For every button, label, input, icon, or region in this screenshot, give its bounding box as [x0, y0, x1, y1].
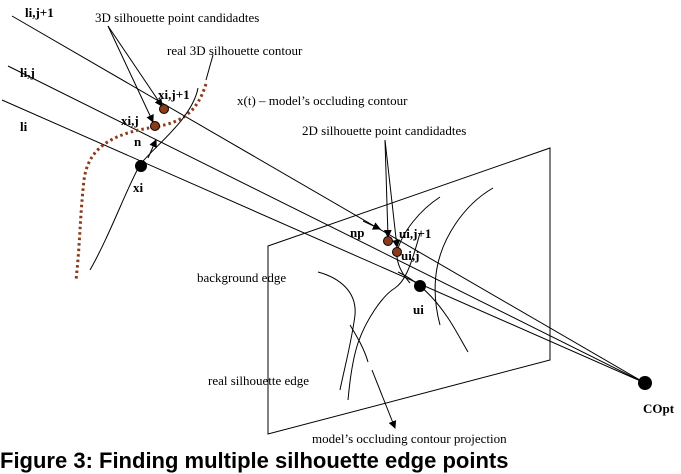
point-u-ij1	[383, 236, 393, 246]
label-u-ij1: ui,j+1	[399, 226, 431, 241]
annotation-real-silhouette-edge: real silhouette edge	[208, 373, 309, 388]
label-u-ij: ui,j	[401, 248, 419, 263]
ray-li	[1, 99, 646, 384]
annotation-projection: model’s occluding contour projection	[312, 431, 507, 446]
leader-projection	[371, 369, 397, 429]
leader-3d-candidate-a	[107, 25, 163, 107]
annotation-3d-candidates: 3D silhouette point candidadtes	[95, 10, 259, 25]
leader-2d-candidate-b	[384, 139, 401, 248]
figure-caption: Figure 3: Finding multiple silhouette ed…	[0, 448, 509, 473]
label-copt: COpt	[643, 401, 675, 416]
image-plane	[267, 147, 551, 435]
point-u-i	[414, 280, 426, 292]
point-copt	[638, 376, 652, 390]
annotation-2d-candidates: 2D silhouette point candidadtes	[302, 123, 466, 138]
projection-curve	[347, 232, 421, 401]
silhouette-diagram: li,j+1 li,j li xi,j+1 xi,j n xi np ui,j+…	[1, 5, 675, 446]
label-x-ij: xi,j	[121, 113, 139, 128]
annotation-real-3d-contour: real 3D silhouette contour	[167, 43, 303, 58]
leader-real-3d	[205, 54, 214, 81]
background-edge-curve	[397, 271, 469, 353]
leader-3d-candidate-b	[107, 25, 154, 123]
silhouette-edge-curve	[349, 324, 369, 363]
label-n: n	[134, 134, 142, 149]
leader-2d-candidate-a	[383, 139, 392, 238]
label-u-i: ui	[413, 302, 424, 317]
annotation-background-edge: background edge	[197, 270, 286, 285]
background-edge-curve	[434, 187, 494, 326]
real-silhouette-edge-curve	[317, 271, 356, 391]
annotation-occluding-contour: x(t) – model’s occluding contour	[237, 93, 408, 108]
label-l-i: li	[20, 119, 28, 134]
normal-np-arrow	[362, 220, 381, 230]
point-x-i	[135, 160, 147, 172]
ray-li-j	[7, 65, 646, 384]
point-x-ij1	[159, 104, 169, 114]
point-x-ij	[150, 121, 160, 131]
label-np: np	[350, 225, 364, 240]
label-x-ij1: xi,j+1	[158, 87, 190, 102]
normal-n-arrow	[147, 139, 157, 159]
label-l-ij1: li,j+1	[25, 5, 54, 20]
point-u-ij	[392, 247, 402, 257]
label-l-ij: li,j	[20, 65, 35, 80]
label-x-i: xi	[133, 180, 144, 195]
ray-li-j1	[11, 15, 646, 384]
